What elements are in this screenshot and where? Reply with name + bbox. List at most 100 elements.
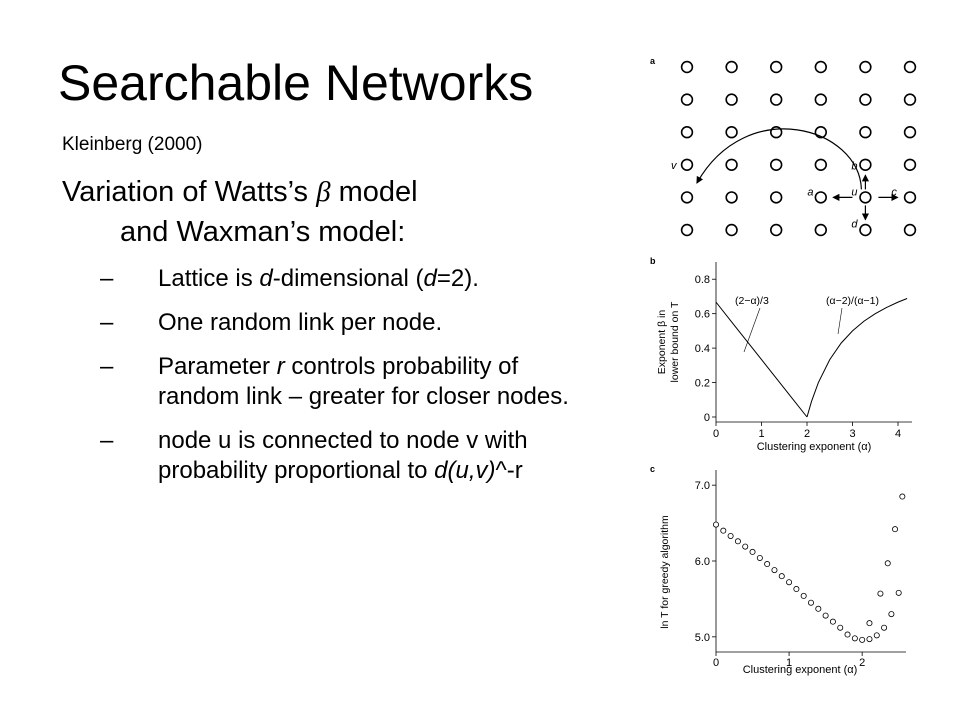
annotation-leader bbox=[743, 307, 761, 353]
x-tick-label: 1 bbox=[758, 428, 764, 440]
heading-line1-post: model bbox=[330, 176, 418, 208]
lattice-node bbox=[859, 125, 872, 139]
y-tick-label: 0.6 bbox=[695, 309, 710, 321]
scatter-point bbox=[793, 586, 800, 593]
lattice-node bbox=[769, 223, 783, 237]
y-tick-label: 6.0 bbox=[695, 556, 710, 568]
bullet-dash: – bbox=[100, 309, 114, 336]
bullet-text: node u is connected to node v with proba… bbox=[158, 427, 528, 484]
scatter-point bbox=[771, 567, 778, 574]
lattice-node bbox=[680, 60, 694, 74]
scatter-point bbox=[829, 618, 836, 625]
scatter-point bbox=[822, 612, 829, 619]
scatter-point bbox=[851, 635, 858, 642]
panel-a-label: a bbox=[650, 56, 656, 66]
lattice-node bbox=[680, 158, 694, 172]
bullet-dash: – bbox=[100, 427, 114, 454]
panel-a-lattice: a v b a u c d bbox=[650, 56, 917, 237]
scatter-point bbox=[877, 590, 884, 597]
y-tick-label: 7.0 bbox=[695, 480, 710, 492]
scatter-point bbox=[800, 592, 807, 599]
lattice-node bbox=[903, 158, 917, 172]
lattice-node bbox=[725, 125, 738, 139]
y-tick-label: 0.2 bbox=[695, 378, 710, 390]
lattice-node bbox=[903, 60, 917, 74]
x-tick-label: 2 bbox=[859, 657, 865, 669]
lattice-node bbox=[725, 60, 738, 74]
scatter-point bbox=[884, 560, 891, 567]
scatter-point bbox=[778, 573, 785, 580]
node-label-b: b bbox=[851, 160, 857, 172]
scatter-point bbox=[742, 543, 749, 550]
lattice-node bbox=[725, 223, 738, 237]
lattice-node bbox=[859, 191, 872, 204]
scatter-point bbox=[734, 538, 741, 545]
scatter-point bbox=[727, 532, 734, 539]
node-label-c: c bbox=[891, 186, 897, 198]
scatter-point bbox=[764, 561, 771, 568]
scatter-point bbox=[859, 636, 866, 643]
lattice-node bbox=[814, 158, 827, 172]
scatter-point bbox=[844, 631, 851, 638]
lattice-node bbox=[725, 158, 738, 172]
lattice-node bbox=[903, 93, 917, 106]
lattice-node bbox=[859, 158, 872, 172]
heading-line1-pre: Variation of Watts’s bbox=[62, 176, 317, 208]
panel-b-label: b bbox=[650, 256, 656, 266]
y-axis-label-2: lower bound on T bbox=[669, 301, 681, 383]
bullet-dash: – bbox=[100, 265, 114, 292]
scatter-point bbox=[866, 620, 873, 627]
lattice-node bbox=[859, 93, 872, 106]
lattice-node bbox=[814, 93, 827, 106]
annotation-leader bbox=[837, 307, 843, 335]
lattice-node bbox=[680, 125, 694, 139]
lattice-node bbox=[680, 93, 694, 106]
lattice-node bbox=[814, 60, 827, 74]
bullet-text: Parameter r controls probability of rand… bbox=[158, 353, 569, 410]
node-label-a: a bbox=[807, 186, 813, 198]
scatter-point bbox=[713, 521, 720, 528]
node-label-d: d bbox=[851, 218, 858, 230]
lattice-node bbox=[814, 223, 827, 237]
citation-subtitle: Kleinberg (2000) bbox=[62, 134, 203, 155]
bullet-text: Lattice is d-dimensional (d=2). bbox=[158, 265, 479, 292]
bullet-item: –Parameter r controls probability of ran… bbox=[100, 352, 570, 412]
scatter-point bbox=[866, 636, 873, 643]
bullet-item: – node u is connected to node v with prob… bbox=[100, 426, 570, 486]
x-tick-label: 3 bbox=[849, 428, 855, 440]
beta-symbol: β bbox=[316, 176, 331, 208]
lattice-node bbox=[769, 93, 783, 106]
y-axis-label-1: Exponent β in bbox=[656, 310, 668, 375]
scatter-point bbox=[899, 493, 906, 500]
lattice-node bbox=[903, 125, 917, 139]
scatter-point bbox=[815, 605, 822, 612]
lattice-node bbox=[814, 191, 827, 204]
scatter-point bbox=[873, 632, 880, 639]
node-label-u: u bbox=[851, 186, 857, 198]
series-line bbox=[806, 298, 908, 418]
scatter-point bbox=[892, 526, 899, 533]
y-tick-label: 5.0 bbox=[695, 632, 710, 644]
lattice-node bbox=[769, 191, 783, 204]
bullet-item: – Lattice is d-dimensional (d=2). bbox=[100, 264, 570, 294]
lattice-node bbox=[725, 93, 738, 106]
lattice-node bbox=[903, 223, 917, 237]
scatter-point bbox=[881, 624, 888, 631]
x-tick-label: 1 bbox=[786, 657, 792, 669]
x-tick-label: 0 bbox=[713, 657, 719, 669]
bullet-text: One random link per node. bbox=[158, 309, 443, 336]
scatter-point bbox=[837, 624, 844, 631]
scatter-point bbox=[895, 589, 902, 596]
main-heading: Variation of Watts’s β model and Waxman’… bbox=[62, 172, 542, 252]
heading-line2: and Waxman’s model: bbox=[120, 216, 406, 248]
series-line bbox=[715, 301, 808, 418]
lattice-node bbox=[903, 191, 917, 204]
node-label-v: v bbox=[671, 160, 678, 172]
scatter-point bbox=[720, 527, 727, 534]
y-axis-label: ln T for greedy algorithm bbox=[659, 515, 671, 629]
scatter-point bbox=[749, 548, 756, 555]
lattice-node bbox=[680, 191, 694, 204]
